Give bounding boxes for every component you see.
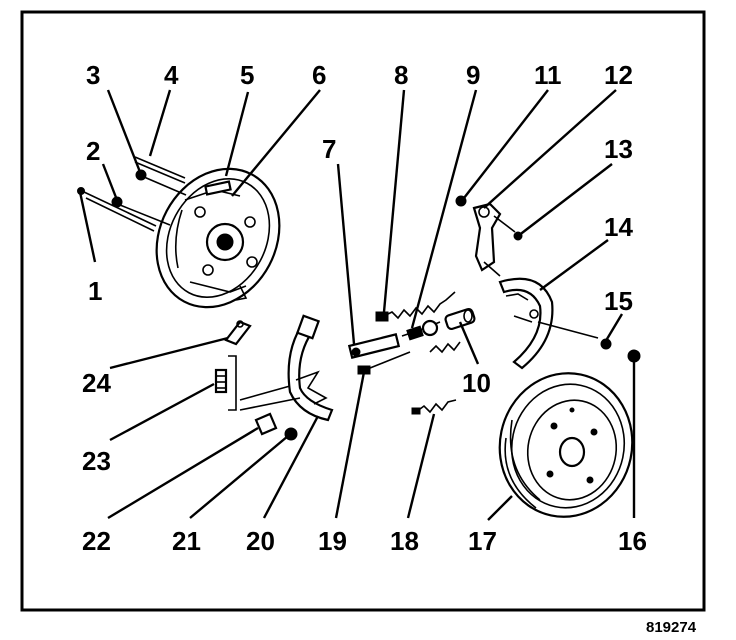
parking-lever <box>455 195 523 277</box>
callout-8: 8 <box>394 60 408 90</box>
callout-23: 23 <box>82 446 111 476</box>
leader-4 <box>148 89 172 157</box>
bolt-2 <box>111 196 171 226</box>
leader-lines <box>78 89 636 521</box>
callout-16: 16 <box>618 526 647 556</box>
backing-plate <box>155 167 281 309</box>
callout-22: 22 <box>82 526 111 556</box>
adjuster-spring-8 <box>375 291 456 322</box>
callout-7: 7 <box>322 134 336 164</box>
callout-17: 17 <box>468 526 497 556</box>
callout-6: 6 <box>312 60 326 90</box>
callout-20: 20 <box>246 526 275 556</box>
callout-24: 24 <box>82 368 111 398</box>
leader-1 <box>78 191 97 263</box>
leader-2 <box>101 163 119 201</box>
leader-22 <box>107 426 259 520</box>
callout-21: 21 <box>172 526 201 556</box>
callout-10: 10 <box>462 368 491 398</box>
callout-3: 3 <box>86 60 100 90</box>
cup-22 <box>254 412 278 436</box>
callout-5: 5 <box>240 60 254 90</box>
callout-9: 9 <box>466 60 480 90</box>
strut-7 <box>347 333 401 359</box>
figure-number: 819274 <box>646 619 697 636</box>
leader-21 <box>189 435 289 519</box>
callout-19: 19 <box>318 526 347 556</box>
leader-11 <box>463 89 549 199</box>
callout-1: 1 <box>88 276 102 306</box>
adjuster-nut-10 <box>444 307 476 331</box>
callout-14: 14 <box>604 212 633 242</box>
leader-18 <box>406 413 436 519</box>
leader-8 <box>382 89 406 313</box>
leader-13 <box>517 163 613 237</box>
callout-labels: 1 2 3 4 5 6 7 8 9 10 11 12 13 14 15 16 1… <box>82 60 647 556</box>
callout-13: 13 <box>604 134 633 164</box>
leader-10 <box>458 321 480 365</box>
retainer-24 <box>224 320 252 346</box>
leader-23 <box>109 382 215 442</box>
bolt-3 <box>135 169 187 196</box>
leader-6 <box>231 89 321 197</box>
pin-16 <box>627 349 641 363</box>
callout-4: 4 <box>164 60 179 90</box>
bolt-1 <box>77 187 157 232</box>
leader-14 <box>539 239 609 291</box>
diagram-border <box>20 10 706 612</box>
leader-7 <box>336 163 356 345</box>
callout-2: 2 <box>86 136 100 166</box>
brake-shoe-right <box>498 277 612 370</box>
leader-17 <box>487 495 513 521</box>
leader-15 <box>602 313 624 345</box>
brake-shoe-left <box>239 314 334 422</box>
leader-19 <box>334 371 366 519</box>
callout-15: 15 <box>604 286 633 316</box>
brake-drum <box>498 372 634 518</box>
leader-5 <box>224 91 250 177</box>
callout-12: 12 <box>604 60 633 90</box>
leader-3 <box>106 89 142 173</box>
bolt-4 <box>134 156 186 184</box>
spring-23 <box>214 355 237 411</box>
leader-12 <box>483 89 617 209</box>
callout-11: 11 <box>534 60 562 90</box>
spring-18 <box>411 399 457 415</box>
leader-9 <box>410 89 478 329</box>
leader-24 <box>109 336 229 370</box>
callout-18: 18 <box>390 526 419 556</box>
leader-20 <box>262 415 320 519</box>
adjuster-screw-9 <box>401 319 441 341</box>
